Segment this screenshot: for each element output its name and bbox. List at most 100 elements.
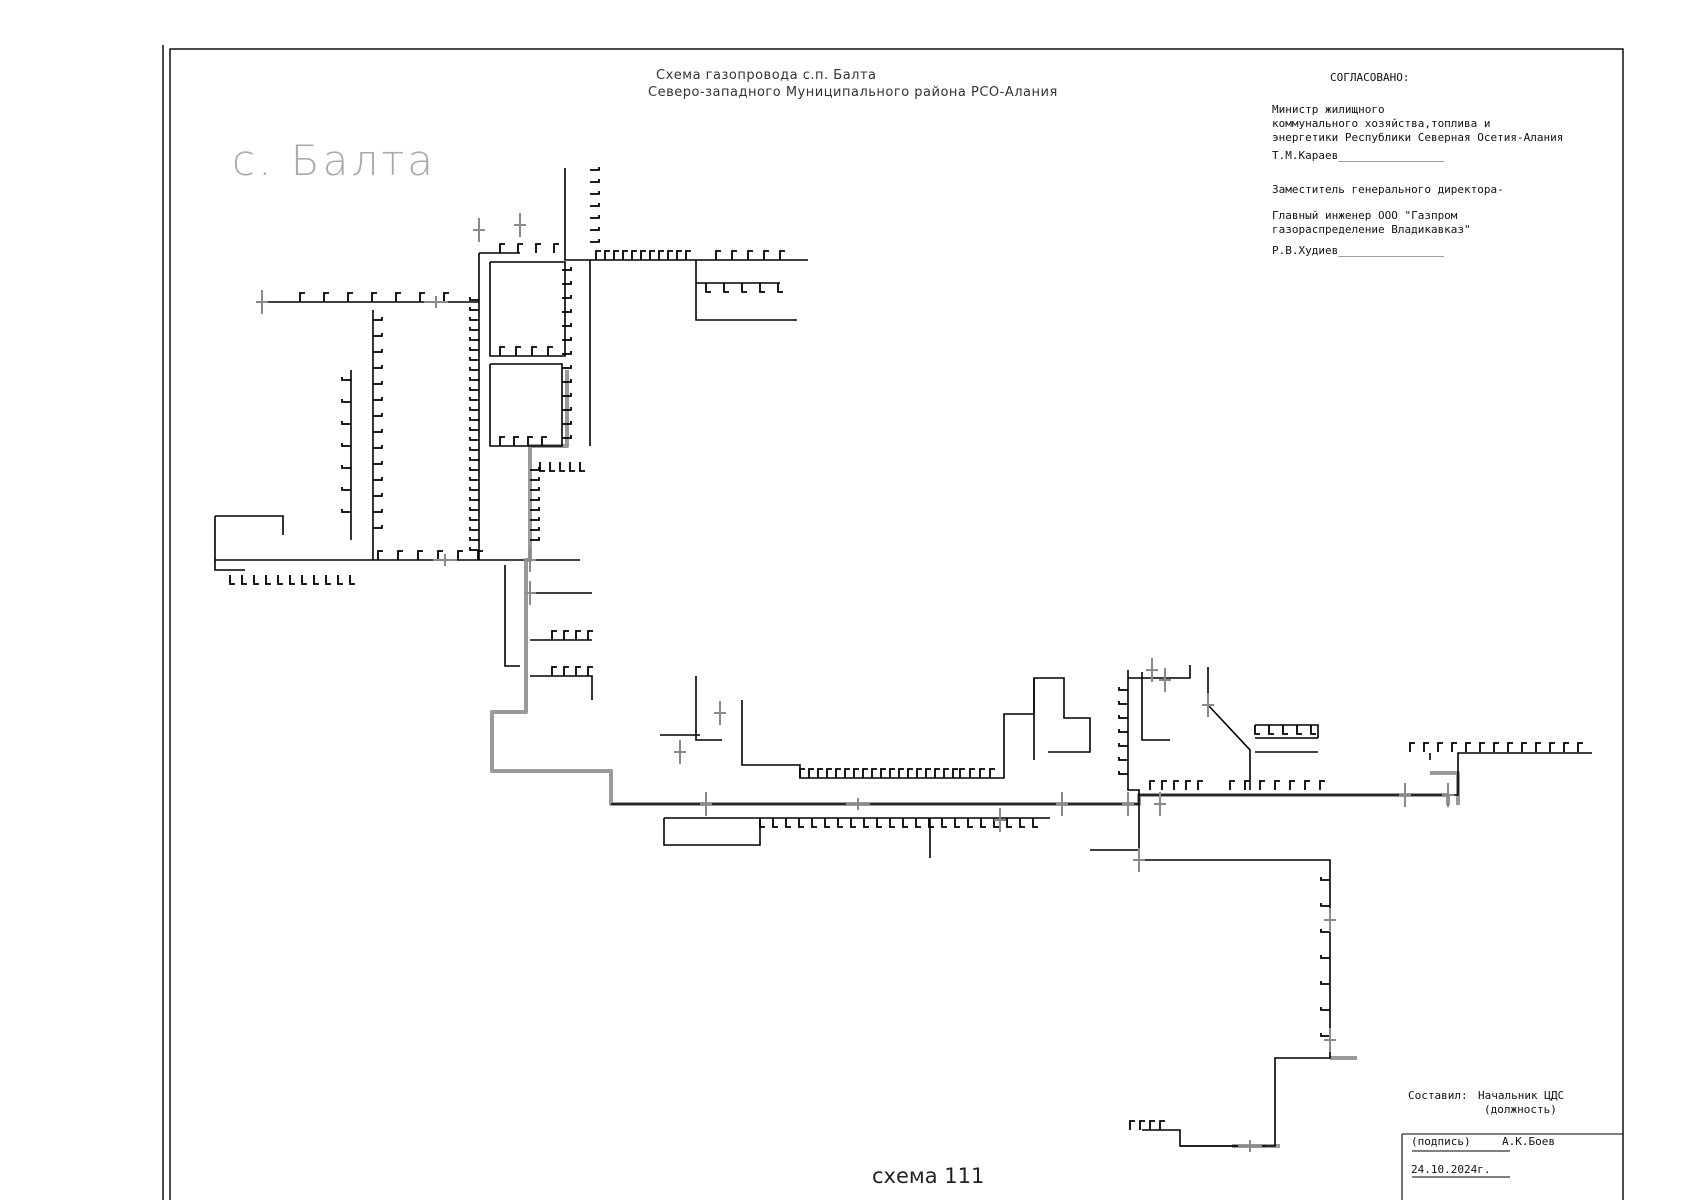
signature-caption: (подпись): [1411, 1135, 1471, 1148]
house-connection: [547, 346, 553, 356]
house-connection: [1118, 771, 1128, 775]
house-connection: [551, 630, 557, 640]
house-connection: [667, 250, 673, 260]
house-connection: [469, 427, 479, 431]
house-connection: [373, 525, 383, 529]
house-connection: [916, 768, 922, 778]
house-connection: [785, 818, 791, 828]
house-connection: [772, 818, 778, 828]
pipe-east-vertical: [1127, 670, 1140, 860]
house-connection: [723, 283, 729, 293]
approval-line-5: Главный инженер ООО "Газпром: [1272, 209, 1458, 222]
valve-fitting: [473, 218, 485, 242]
pipe-west-stub-2: [215, 515, 284, 535]
pipe-cluster-west: [695, 676, 722, 741]
pipe-central-upper: [741, 677, 1091, 779]
house-connection: [1282, 725, 1288, 735]
house-connection: [798, 818, 804, 828]
house-connection: [373, 477, 383, 481]
house-connection: [341, 399, 351, 403]
house-connection: [1006, 818, 1012, 828]
pipe-east-cluster: [1255, 724, 1319, 738]
house-connection: [373, 317, 383, 321]
house-connection: [1274, 780, 1280, 790]
house-connection: [469, 467, 479, 471]
pipe-east-node-2: [1141, 672, 1170, 741]
pipe-central-lower-drop: [663, 818, 761, 846]
house-connection: [499, 436, 505, 446]
house-connection: [395, 292, 401, 302]
house-connection: [853, 768, 859, 778]
house-connection: [417, 550, 423, 560]
valve-fitting: [846, 798, 870, 810]
house-connection: [871, 768, 877, 778]
house-connection: [562, 295, 572, 299]
house-connection: [562, 379, 572, 383]
house-connection: [549, 462, 555, 472]
house-connection: [469, 537, 479, 541]
house-connection: [967, 818, 973, 828]
house-connection: [925, 768, 931, 778]
house-connection: [1118, 729, 1128, 733]
house-connection: [373, 333, 383, 337]
house-connection: [952, 768, 958, 778]
house-connection: [835, 768, 841, 778]
house-connection: [373, 445, 383, 449]
pipe-north-branch: [695, 260, 797, 321]
house-connection: [604, 250, 610, 260]
house-connection: [590, 179, 600, 183]
house-connection: [1507, 742, 1513, 752]
house-connection: [631, 250, 637, 260]
house-connection: [469, 377, 479, 381]
house-connection: [1268, 725, 1274, 735]
house-connection: [477, 550, 483, 560]
valve-fitting: [1146, 658, 1158, 682]
house-connection: [469, 527, 479, 531]
settlement-label: с. Балта: [232, 136, 436, 185]
house-connection: [1289, 780, 1295, 790]
house-connection: [229, 575, 235, 585]
house-connection: [941, 818, 947, 828]
valve-fitting: [994, 808, 1006, 832]
pipe-east-diag: [1207, 704, 1251, 790]
pipe-block-inner-top: [489, 261, 566, 357]
house-connection: [469, 347, 479, 351]
position-caption: (должность): [1484, 1103, 1557, 1116]
house-connection: [562, 393, 572, 397]
valve-fitting: [433, 554, 457, 566]
valves: [256, 213, 1454, 1152]
house-connection: [980, 818, 986, 828]
house-connection: [1577, 742, 1583, 752]
house-connection: [241, 575, 247, 585]
house-connection: [551, 666, 557, 676]
approval-signer-2: Р.В.Худиев________________: [1272, 244, 1445, 257]
approval-line-1: Министр жилищного: [1272, 103, 1385, 116]
grey-branch-right: [1430, 771, 1460, 805]
house-connection: [530, 537, 540, 541]
house-connection: [1129, 1120, 1135, 1130]
house-connection: [347, 292, 353, 302]
house-connection: [373, 509, 383, 513]
house-connection: [499, 243, 505, 253]
house-connection: [1304, 780, 1310, 790]
house-connection: [469, 387, 479, 391]
house-connection: [373, 397, 383, 401]
grey-trunk: [490, 370, 1450, 806]
house-connection: [553, 243, 559, 253]
valve-fitting: [1238, 1140, 1262, 1152]
approval-heading: СОГЛАСОВАНО:: [1330, 71, 1410, 84]
house-connection: [1479, 742, 1485, 752]
house-connection: [1451, 742, 1457, 752]
house-connection: [747, 250, 753, 260]
house-connection: [469, 307, 479, 311]
house-connection: [799, 768, 805, 778]
house-connection: [562, 435, 572, 439]
house-connection: [531, 346, 537, 356]
house-connection: [562, 421, 572, 425]
house-connection: [373, 349, 383, 353]
black-pipelines: [214, 168, 1592, 1147]
house-connection: [590, 167, 600, 171]
house-connection: [1159, 1120, 1165, 1130]
house-connection: [1019, 818, 1025, 828]
house-connection: [469, 297, 479, 301]
